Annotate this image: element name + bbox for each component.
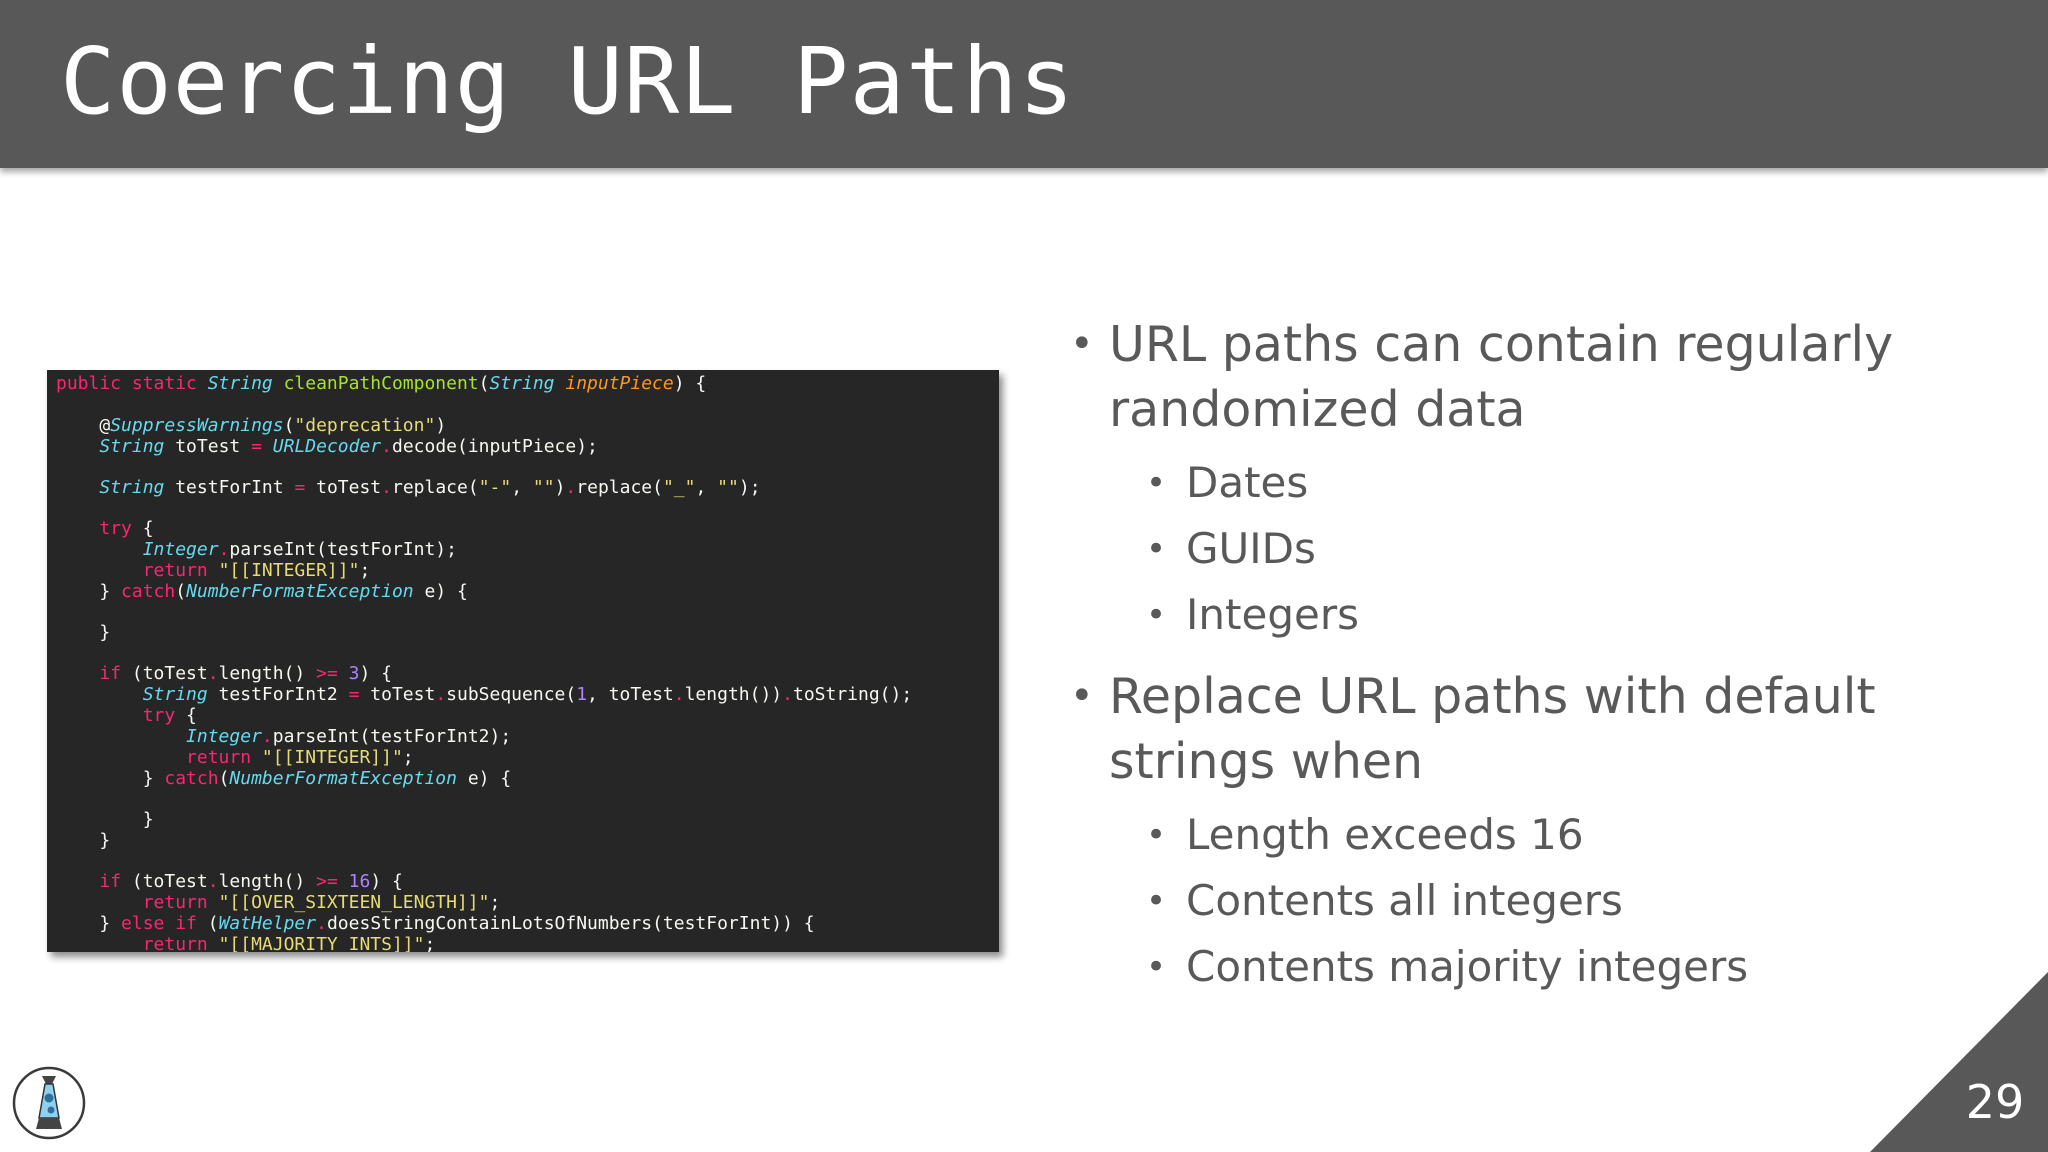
slide-title: Coercing URL Paths: [60, 28, 1075, 135]
bullet-item: • Replace URL paths with default strings…: [1070, 664, 2010, 794]
bullet-list: • URL paths can contain regularly random…: [1070, 312, 2010, 1016]
sub-bullet-item: • Integers: [1070, 582, 2010, 648]
bullet-dot-icon: •: [1146, 815, 1167, 855]
code-line: } catch(NumberFormatException e) {: [56, 581, 468, 602]
title-bar: Coercing URL Paths: [0, 0, 2048, 168]
code-line: String toTest = URLDecoder.decode(inputP…: [99, 436, 598, 457]
code-line: try {: [99, 518, 154, 539]
bullet-dot-icon: •: [1146, 529, 1167, 569]
code-line: }: [56, 830, 111, 851]
bullet-dot-icon: •: [1146, 947, 1167, 987]
bullet-dot-icon: •: [1146, 595, 1167, 635]
code-screenshot: public static String cleanPathComponent(…: [47, 370, 999, 952]
code-line: return "[[OVER_SIXTEEN_LENGTH]]";: [142, 892, 501, 913]
bullet-group: • Replace URL paths with default strings…: [1070, 664, 2010, 1000]
sub-bullet-item: • GUIDs: [1070, 516, 2010, 582]
code-line: }: [56, 622, 111, 643]
code-line: Integer.parseInt(testForInt2);: [186, 726, 512, 747]
sub-bullet-text: Contents majority integers: [1186, 942, 1749, 991]
page-number: 29: [1965, 1075, 2025, 1129]
bullet-dot-icon: •: [1070, 321, 1094, 367]
code-line: } catch(NumberFormatException e) {: [56, 768, 512, 789]
code-line: Integer.parseInt(testForInt);: [142, 539, 457, 560]
code-line: @SuppressWarnings("deprecation"): [56, 415, 447, 436]
sub-bullet-item: • Length exceeds 16: [1070, 802, 2010, 868]
code-line: } else if (WatHelper.doesStringContainLo…: [56, 913, 815, 934]
bullet-text: Replace URL paths with default strings w…: [1109, 668, 1876, 790]
code-line: try {: [142, 705, 197, 726]
bullet-dot-icon: •: [1146, 881, 1167, 921]
sub-bullet-text: Integers: [1186, 590, 1359, 639]
sub-bullet-item: • Contents majority integers: [1070, 934, 2010, 1000]
code-line: String testForInt = toTest.replace("-", …: [99, 477, 761, 498]
sub-bullet-text: Length exceeds 16: [1186, 810, 1584, 859]
sub-bullet-item: • Contents all integers: [1070, 868, 2010, 934]
code-line: if (toTest.length() >= 3) {: [99, 663, 393, 684]
bullet-dot-icon: •: [1070, 673, 1094, 719]
code-line: if (toTest.length() >= 16) {: [99, 871, 403, 892]
lava-lamp-logo-icon: [12, 1066, 86, 1140]
bullet-item: • URL paths can contain regularly random…: [1070, 312, 2010, 442]
bullet-text: URL paths can contain regularly randomiz…: [1109, 316, 1894, 438]
bullet-group: • URL paths can contain regularly random…: [1070, 312, 2010, 648]
code-line: return "[[INTEGER]]";: [142, 560, 371, 581]
code-line: return "[[INTEGER]]";: [186, 747, 414, 768]
code-line: String testForInt2 = toTest.subSequence(…: [142, 684, 913, 705]
sub-bullet-text: Dates: [1186, 458, 1309, 507]
bullet-dot-icon: •: [1146, 463, 1167, 503]
sub-bullet-item: • Dates: [1070, 450, 2010, 516]
code-line: return "[[MAJORITY_INTS]]";: [142, 934, 436, 952]
sub-bullet-text: Contents all integers: [1186, 876, 1623, 925]
code-line: public static String cleanPathComponent(…: [56, 373, 707, 394]
sub-bullet-text: GUIDs: [1186, 524, 1316, 573]
code-line: }: [56, 809, 154, 830]
